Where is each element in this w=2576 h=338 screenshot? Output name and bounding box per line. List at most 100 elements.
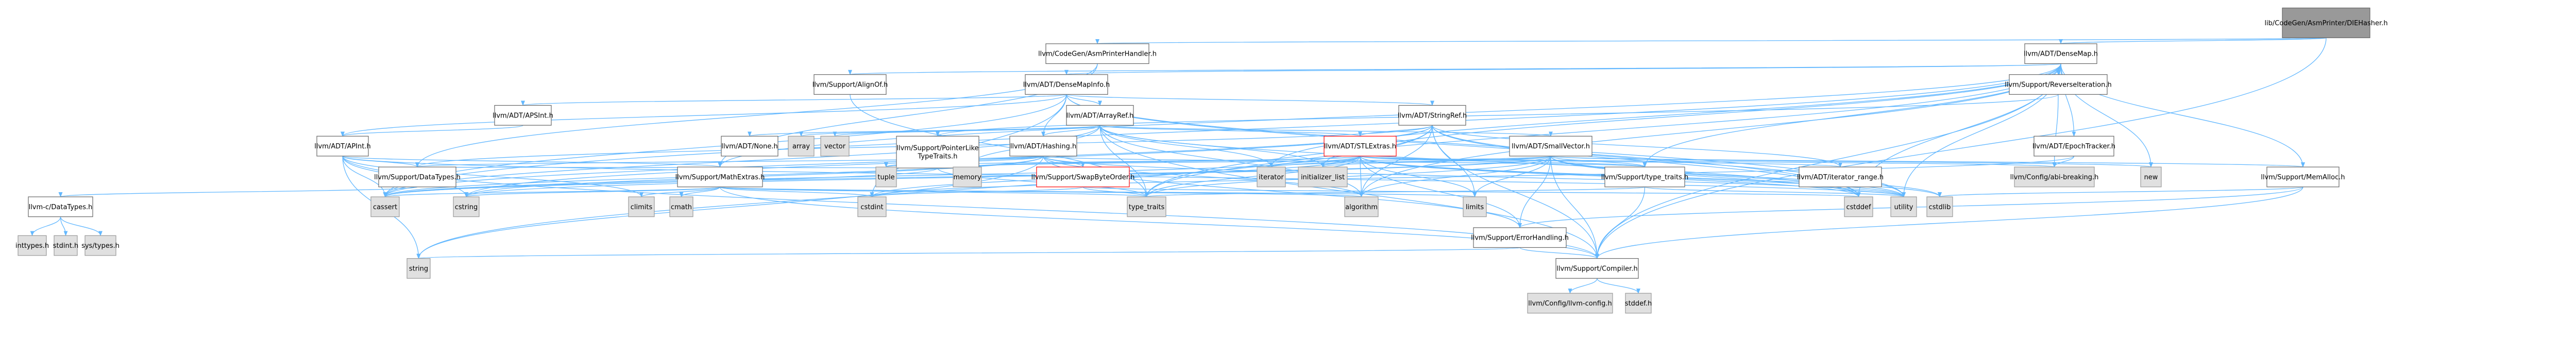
node-mathextras[interactable]: llvm/Support/MathExtras.h xyxy=(675,166,765,188)
edges-layer xyxy=(30,37,2327,294)
node-compiler[interactable]: llvm/Support/Compiler.h xyxy=(1555,258,1639,279)
node-box xyxy=(788,136,815,157)
edge-arrayref-to-compiler xyxy=(1099,125,1599,259)
node-apsint[interactable]: llvm/ADT/APSInt.h xyxy=(493,105,553,126)
node-label: llvm/ADT/iterator_range.h xyxy=(1797,174,1884,181)
node-smallvector[interactable]: llvm/ADT/SmallVector.h xyxy=(1509,136,1592,157)
edge-hashing-to-swapbyte xyxy=(1043,156,1085,168)
node-label: llvm/ADT/APInt.h xyxy=(314,143,370,150)
edge-epochtracker-to-configabi xyxy=(2052,156,2075,168)
edge-densemap-to-densemapinfo xyxy=(1065,63,2061,75)
node-initlist: initializer_list xyxy=(1298,166,1348,188)
nodes-layer: lib/CodeGen/AsmPrinter/DIEHasher.h llvm/C… xyxy=(15,7,2388,314)
edge-densemapinfo-to-apsint xyxy=(521,94,1067,106)
node-label: limits xyxy=(1466,204,1484,211)
node-label: llvm-c/DataTypes.h xyxy=(29,204,93,211)
node-string: string xyxy=(406,258,431,279)
node-array: array xyxy=(788,136,815,157)
node-box xyxy=(1398,105,1466,126)
node-iterrange[interactable]: llvm/ADT/iterator_range.h xyxy=(1797,166,1884,188)
edge-smallvector-to-iterator xyxy=(1269,156,1551,168)
node-cmath: cmath xyxy=(669,196,693,217)
node-box xyxy=(1527,293,1613,314)
node-reviter[interactable]: llvm/Support/ReverseIteration.h xyxy=(2005,74,2112,95)
node-tuple: tuple xyxy=(875,166,897,188)
edge-stringref-to-iterrange xyxy=(1432,125,1842,168)
edge-swapbyte-to-cstdint xyxy=(870,187,1083,198)
node-cassert: cassert xyxy=(370,196,400,217)
node-label: llvm/ADT/None.h xyxy=(721,143,777,150)
node-label: climits xyxy=(631,204,653,211)
edge-errhandling-to-string xyxy=(417,247,1520,259)
node-memory: memory xyxy=(953,166,982,188)
node-label: llvm/CodeGen/AsmPrinterHandler.h xyxy=(1038,50,1157,58)
node-new: new xyxy=(2140,166,2162,188)
node-box xyxy=(628,196,655,217)
edge-smallvector-to-memory xyxy=(965,156,1551,168)
node-box xyxy=(857,196,887,217)
node-stlextras[interactable]: llvm/ADT/STLExtras.h xyxy=(1324,136,1397,157)
node-none[interactable]: llvm/ADT/None.h xyxy=(721,136,778,157)
node-alignof[interactable]: llvm/Support/AlignOf.h xyxy=(812,74,888,95)
node-label: cstdint xyxy=(860,204,883,211)
edge-densemap-to-cassert xyxy=(383,63,2061,198)
node-hashing[interactable]: llvm/ADT/Hashing.h xyxy=(1009,136,1077,157)
node-box xyxy=(953,166,982,188)
node-box xyxy=(1509,136,1592,157)
node-arrayref[interactable]: llvm/ADT/ArrayRef.h xyxy=(1066,105,1134,126)
node-box xyxy=(820,136,850,157)
edge-stlextras-to-algorithm xyxy=(1359,156,1364,198)
node-box xyxy=(1066,105,1134,126)
node-box xyxy=(1463,196,1487,217)
node-stringref[interactable]: llvm/ADT/StringRef.h xyxy=(1398,105,1467,126)
node-densemap[interactable]: llvm/ADT/DenseMap.h xyxy=(2024,43,2098,64)
edge-compiler-to-llvmconfig xyxy=(1568,278,1598,294)
node-apint[interactable]: llvm/ADT/APInt.h xyxy=(314,136,371,157)
node-box xyxy=(1344,196,1379,217)
edge-arrayref-to-vector xyxy=(833,125,1100,137)
node-utility: utility xyxy=(1890,196,1917,217)
edge-smallvector-to-cstdlib xyxy=(1550,156,1942,198)
node-cdatatypes[interactable]: llvm-c/DataTypes.h xyxy=(28,196,93,217)
edge-stringref-to-algorithm xyxy=(1359,125,1433,198)
node-densemapinfo[interactable]: llvm/ADT/DenseMapInfo.h xyxy=(1023,74,1110,95)
node-asmph[interactable]: llvm/CodeGen/AsmPrinterHandler.h xyxy=(1038,43,1157,64)
node-label: algorithm xyxy=(1345,204,1378,211)
node-box xyxy=(453,196,480,217)
edge-typetraits_llvm-to-utility xyxy=(1644,187,1906,198)
node-swapbyte[interactable]: llvm/Support/SwapByteOrder.h xyxy=(1031,166,1135,188)
edge-datatypes-to-cdatatypes xyxy=(59,187,418,198)
node-label: llvm/ADT/Hashing.h xyxy=(1010,143,1076,150)
node-root[interactable]: lib/CodeGen/AsmPrinter/DIEHasher.h xyxy=(2264,7,2388,38)
node-label: stdint.h xyxy=(53,242,78,250)
node-box xyxy=(1844,196,1873,217)
node-errhandling[interactable]: llvm/Support/ErrorHandling.h xyxy=(1471,227,1569,248)
edge-cdatatypes-to-systypes xyxy=(60,216,103,236)
node-label: llvm/Support/AlignOf.h xyxy=(812,81,888,89)
node-memalloc[interactable]: llvm/Support/MemAlloc.h xyxy=(2261,166,2345,188)
edge-mathextras-to-cstring xyxy=(464,187,721,198)
node-box xyxy=(1604,166,1685,188)
node-label: initializer_list xyxy=(1301,174,1345,181)
edge-smallvector-to-memalloc xyxy=(1550,156,2304,168)
node-label: TypeTraits.h xyxy=(917,153,957,161)
node-label: llvm/ADT/SmallVector.h xyxy=(1512,143,1590,150)
node-label: cmath xyxy=(671,204,692,211)
edge-densemap-to-type_traits xyxy=(1144,63,2061,198)
edge-arrayref-to-initlist xyxy=(1099,125,1325,168)
edge-smallvector-to-errhandling xyxy=(1518,156,1551,228)
node-box xyxy=(1324,136,1397,157)
edge-cdatatypes-to-inttypes xyxy=(30,216,61,236)
edge-densemap-to-typetraits_llvm xyxy=(1642,63,2061,168)
edge-stlextras-to-configabi xyxy=(1360,156,2056,168)
node-epochtracker[interactable]: llvm/ADT/EpochTracker.h xyxy=(2032,136,2115,157)
node-datatypes[interactable]: llvm/Support/DataTypes.h xyxy=(374,166,461,188)
edge-compiler-to-stddef xyxy=(1597,278,1640,294)
edge-smallvector-to-compiler xyxy=(1550,156,1599,259)
node-label: llvm/Config/llvm-config.h xyxy=(1528,300,1612,308)
edge-apint-to-datatypes xyxy=(342,156,419,168)
edge-apint-to-cassert xyxy=(342,156,387,198)
node-typetraits_llvm[interactable]: llvm/Support/type_traits.h xyxy=(1601,166,1689,188)
node-cstdint: cstdint xyxy=(857,196,887,217)
